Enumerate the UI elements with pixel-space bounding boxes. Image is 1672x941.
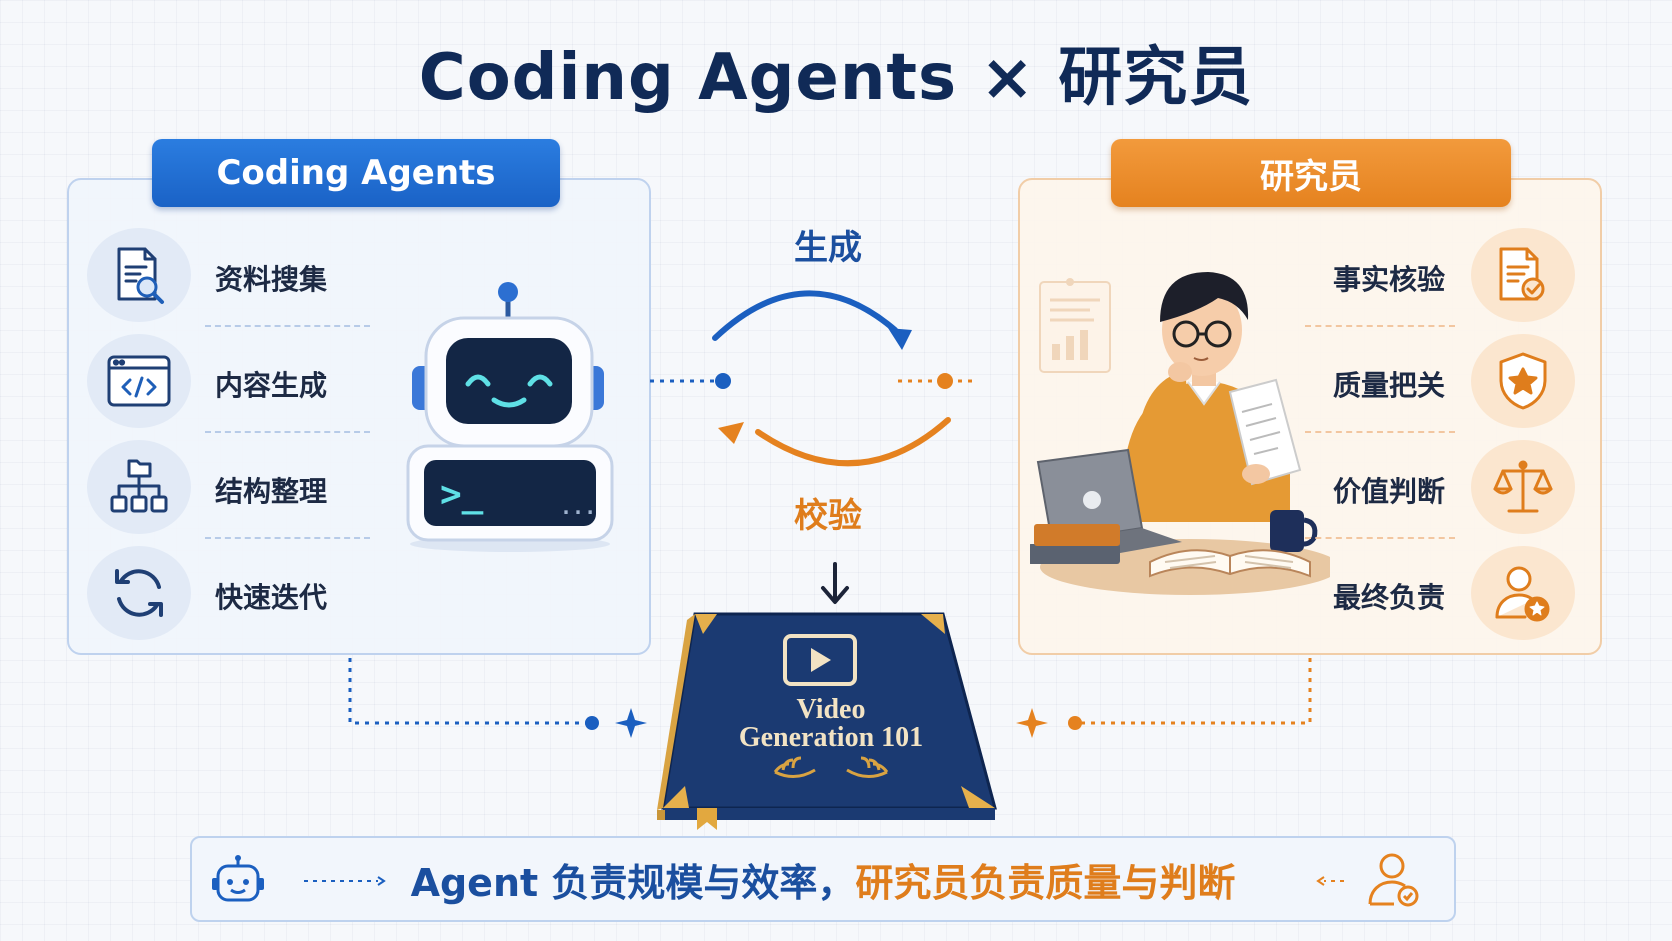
divider xyxy=(1305,325,1455,327)
left-item-label: 结构整理 xyxy=(215,475,328,508)
dashed-arrow-right xyxy=(304,876,386,886)
summary-text: Agent 负责规模与效率，研究员负责质量与判断 xyxy=(190,836,1456,922)
shield-star-icon xyxy=(1471,334,1575,428)
summary-bar xyxy=(190,836,1456,922)
dashed-arrow-left xyxy=(1316,876,1344,886)
robot-prompt: >_ xyxy=(440,474,484,515)
robot-dots: ... xyxy=(560,495,596,519)
right-item-label: 价值判断 xyxy=(1333,475,1446,508)
researcher-tag: 研究员 xyxy=(1111,139,1511,207)
arrow-head-left xyxy=(718,422,744,444)
book-illustration: Video Generation 101 xyxy=(657,612,997,830)
summary-agent-part: Agent 负责规模与效率， xyxy=(410,860,856,905)
book-connectors xyxy=(348,658,1312,738)
left-item-label: 快速迭代 xyxy=(215,581,328,614)
divider xyxy=(205,537,370,539)
robot-illustration: >_ ... xyxy=(406,282,614,552)
right-item-label: 最终负责 xyxy=(1333,581,1446,614)
right-item-label: 事实核验 xyxy=(1333,263,1446,296)
hierarchy-icon xyxy=(87,440,191,534)
sparkle-icon xyxy=(615,708,647,738)
coding-agents-tag: Coding Agents xyxy=(152,139,560,207)
user-check-icon xyxy=(1368,853,1419,907)
divider xyxy=(205,325,370,327)
document-search-icon xyxy=(87,228,191,322)
right-item-label: 质量把关 xyxy=(1333,369,1446,402)
divider xyxy=(205,431,370,433)
book-title-line1: Video xyxy=(797,694,866,725)
summary-researcher-part: 研究员负责质量与判断 xyxy=(855,860,1236,905)
divider xyxy=(1305,431,1455,433)
document-check-icon xyxy=(1471,228,1575,322)
sparkle-icon xyxy=(1016,708,1048,738)
code-window-icon xyxy=(87,334,191,428)
page-title: Coding Agents × 研究员 xyxy=(418,41,1254,115)
generate-label: 生成 xyxy=(794,228,862,268)
divider xyxy=(1305,537,1455,539)
exchange-arrows xyxy=(650,290,978,467)
verify-label: 校验 xyxy=(794,496,862,536)
left-item-label: 内容生成 xyxy=(215,369,328,402)
left-item-label: 资料搜集 xyxy=(215,263,328,296)
user-star-icon xyxy=(1471,546,1575,640)
down-arrow-icon xyxy=(821,562,849,604)
arrow-head-right xyxy=(888,328,912,350)
robot-icon xyxy=(212,855,264,902)
refresh-cycle-icon xyxy=(87,546,191,640)
book-title-line2: Generation 101 xyxy=(739,722,923,753)
scales-icon xyxy=(1471,440,1575,534)
researcher-illustration xyxy=(1030,272,1330,595)
